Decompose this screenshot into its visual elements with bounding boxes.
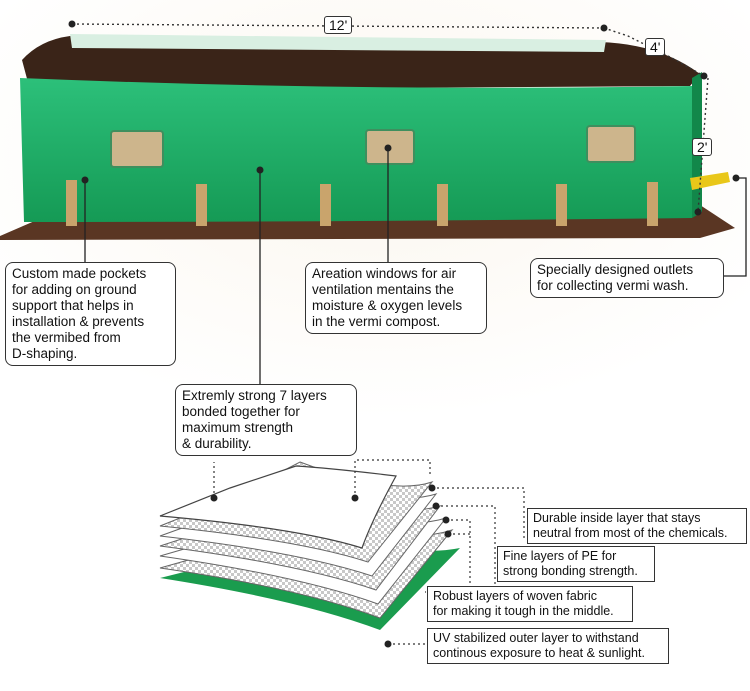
support-pole <box>647 182 658 226</box>
support-pole <box>320 184 331 226</box>
aeration-window <box>110 130 164 168</box>
pockets-callout: Custom made pockets for adding on ground… <box>5 262 176 366</box>
height-label: 2' <box>692 138 713 156</box>
support-pole <box>556 184 567 226</box>
layer-stack <box>159 461 460 630</box>
pe-layer-label: Fine layers of PE for strong bonding str… <box>497 546 655 582</box>
vermibed <box>20 34 730 226</box>
front-wall <box>20 78 692 222</box>
layers-callout-text: Extremly strong 7 layers bonded together… <box>182 388 327 451</box>
outer-layer-text: UV stabilized outer layer to withstand c… <box>433 631 645 660</box>
windows-callout: Areation windows for air ventilation men… <box>305 262 487 334</box>
outlets-callout: Specially designed outlets for collectin… <box>530 258 724 298</box>
inside-layer-label: Durable inside layer that stays neutral … <box>527 508 747 544</box>
aeration-window <box>586 125 636 163</box>
pockets-callout-text: Custom made pockets for adding on ground… <box>12 266 147 361</box>
width-label: 4' <box>645 38 666 56</box>
inside-layer-text: Durable inside layer that stays neutral … <box>533 511 728 540</box>
inside-layer <box>159 465 397 549</box>
outlets-callout-text: Specially designed outlets for collectin… <box>537 262 694 293</box>
woven-layer-text: Robust layers of woven fabric for making… <box>433 589 614 618</box>
layers-callout: Extremly strong 7 layers bonded together… <box>175 384 357 456</box>
length-label: 12' <box>324 16 353 34</box>
support-pole <box>437 184 448 226</box>
support-pole <box>196 184 207 226</box>
callout-leaders <box>84 148 747 384</box>
outer-layer-label: UV stabilized outer layer to withstand c… <box>427 628 669 664</box>
woven-layer-label: Robust layers of woven fabric for making… <box>427 586 633 622</box>
pe-layer-text: Fine layers of PE for strong bonding str… <box>503 549 638 578</box>
support-pole <box>66 180 77 226</box>
windows-callout-text: Areation windows for air ventilation men… <box>312 266 463 329</box>
vermi-wash-outlet <box>690 172 730 190</box>
